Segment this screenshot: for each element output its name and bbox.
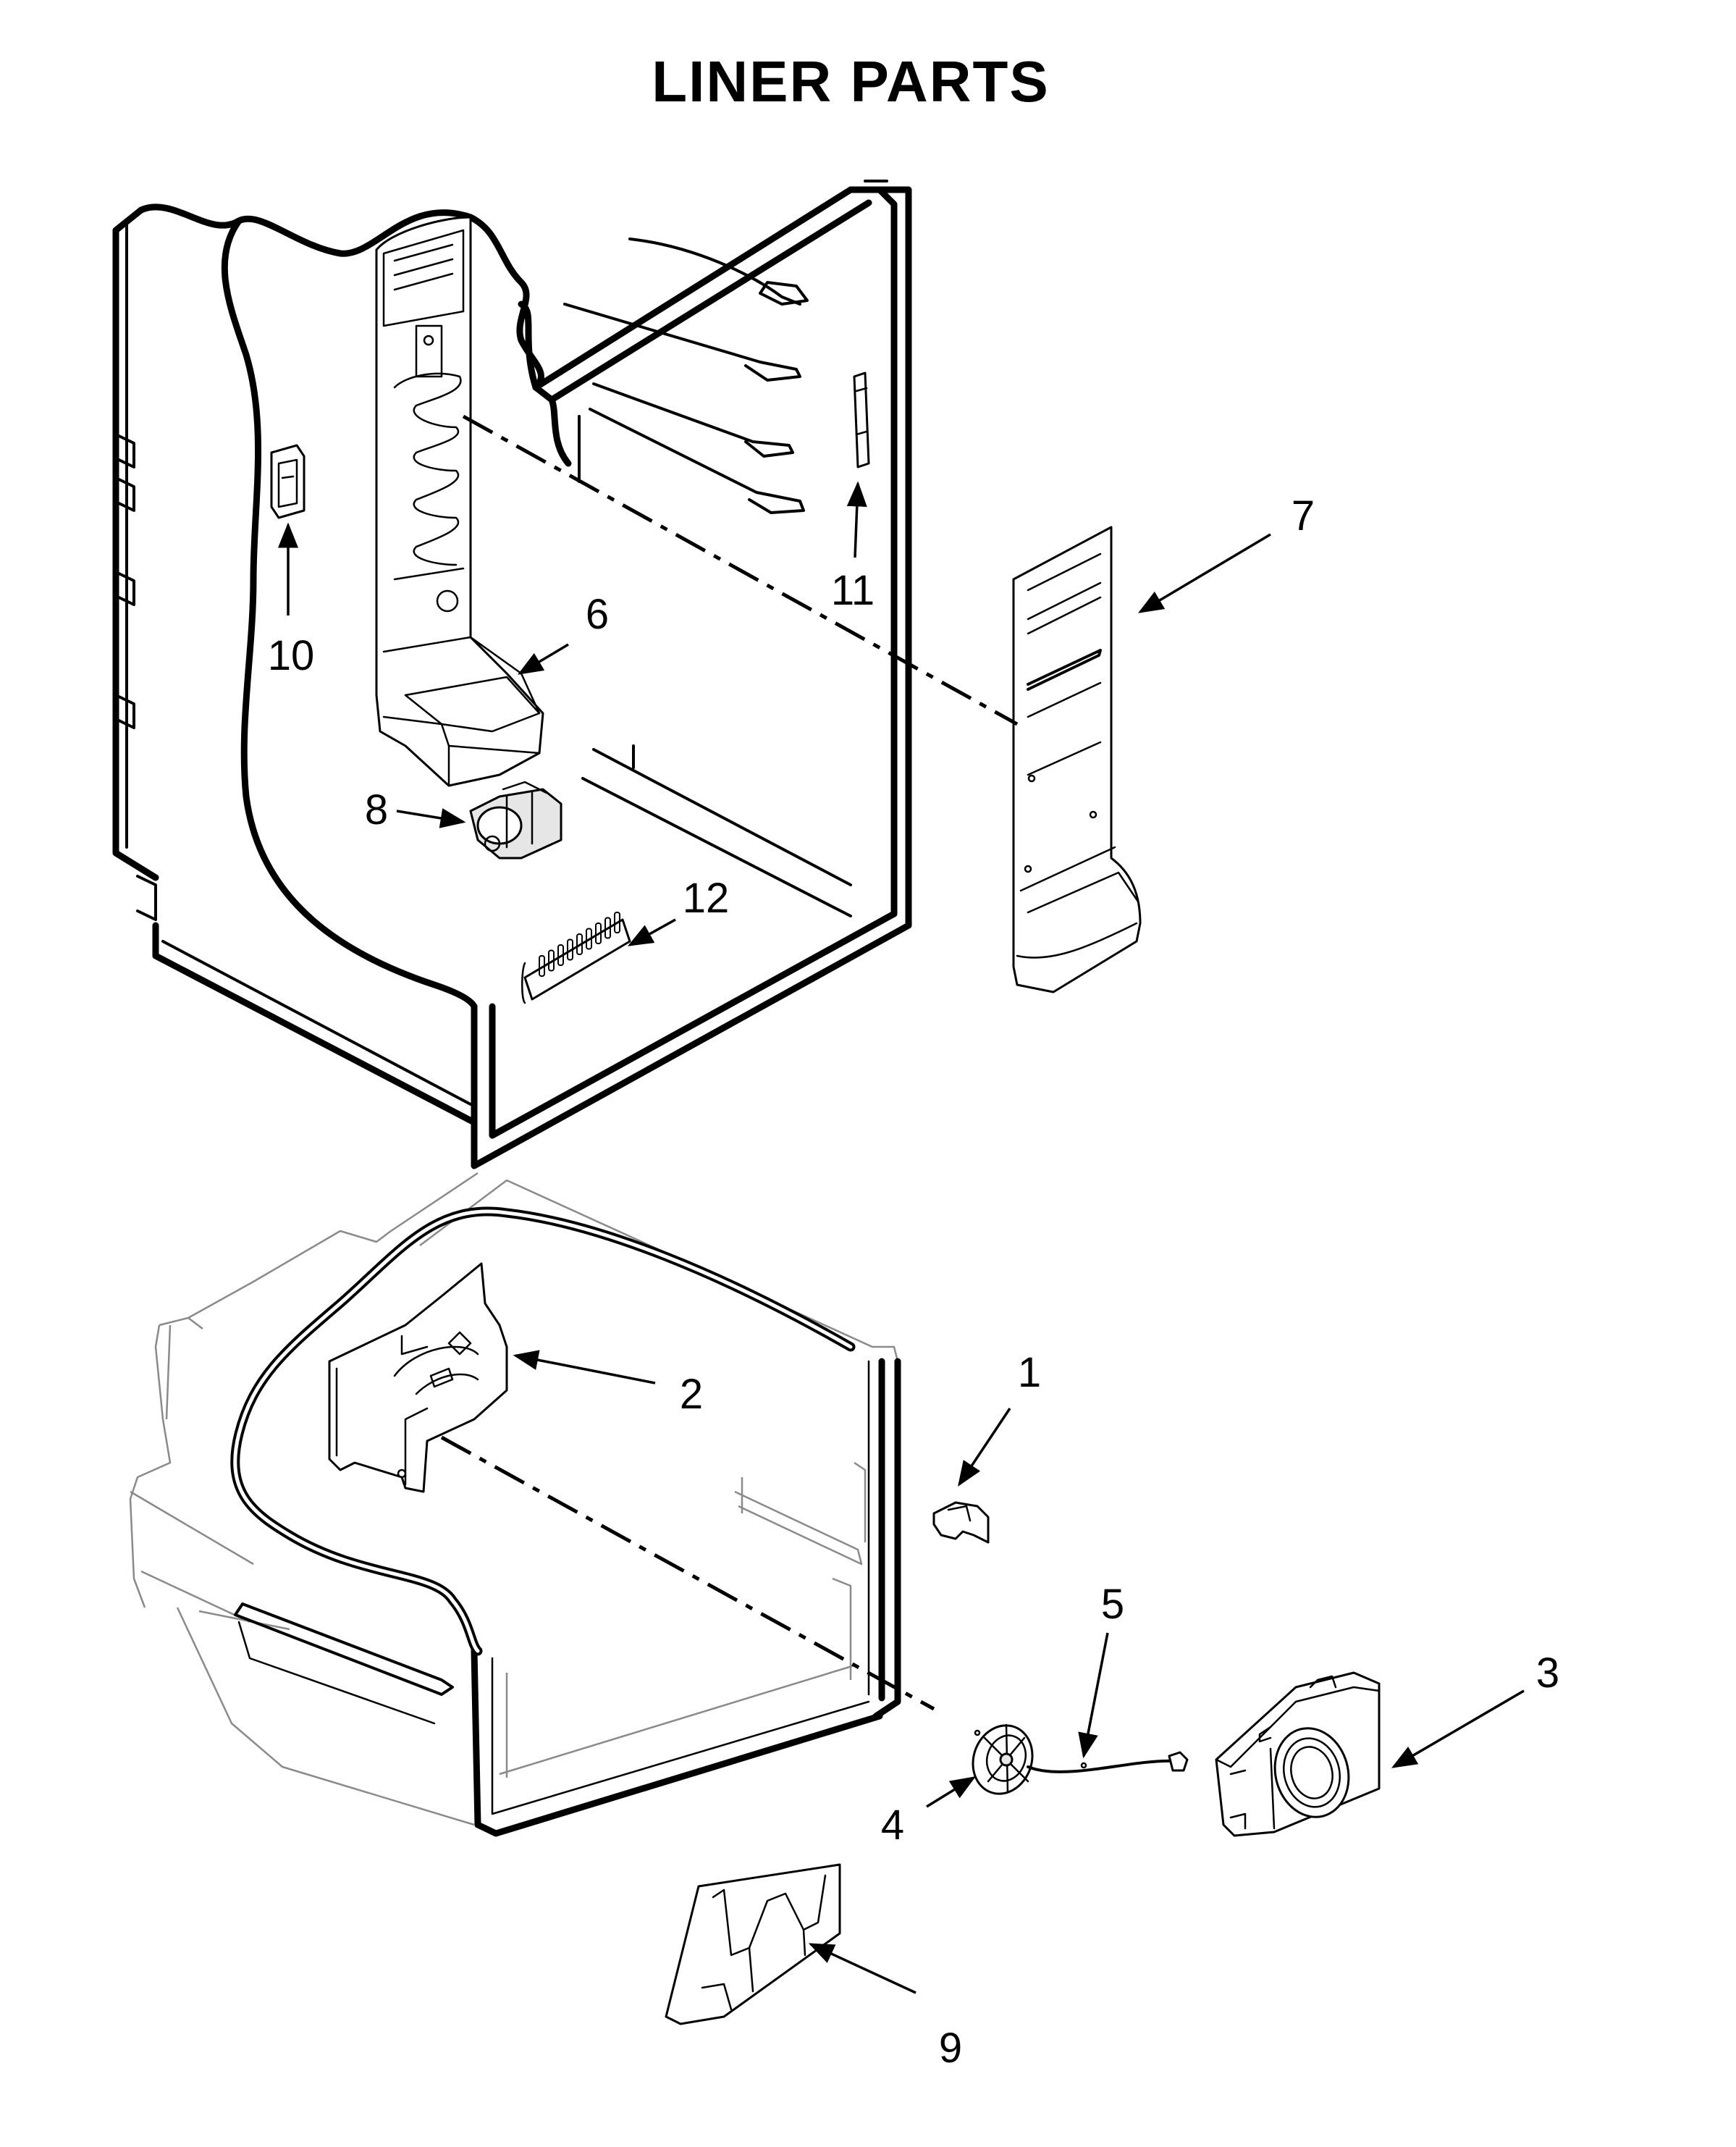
callout-11: 11 [831, 567, 875, 614]
grille-slot [576, 933, 583, 955]
leader-12 [627, 918, 676, 946]
callout-8: 8 [365, 786, 388, 833]
part-11-housing [853, 371, 870, 469]
page-title: LINER PARTS [652, 49, 1049, 114]
callout-6: 6 [586, 591, 609, 638]
callout-labels: 1 2 3 4 5 6 7 8 9 10 11 12 [268, 492, 1559, 2072]
grille-slot [557, 944, 564, 966]
callout-4: 4 [881, 1802, 904, 1849]
leader-8 [396, 808, 466, 828]
part-6-air-tower [375, 216, 544, 787]
freezer-drawer-bin [129, 1172, 901, 1837]
part-9-duct-piece [665, 1863, 841, 2025]
callout-2: 2 [680, 1371, 703, 1418]
grille-slot [614, 912, 620, 933]
part-5-wire-harness [1027, 1751, 1189, 1773]
part-4-fan-motor [972, 1723, 1034, 1795]
part-7-tower-cover [1012, 526, 1142, 993]
callout-9: 9 [939, 2025, 962, 2072]
callout-10: 10 [268, 632, 315, 679]
part-10-clip [270, 444, 306, 519]
grille-slot [586, 928, 592, 950]
leader-2 [513, 1350, 656, 1385]
leader-11 [846, 481, 867, 558]
callout-12: 12 [683, 875, 730, 922]
part-8-damper [469, 781, 562, 860]
alignment-line-lower [440, 1435, 935, 1711]
grille-slot [539, 955, 545, 977]
grille-slot [604, 917, 611, 939]
part-3-fan-housing [1215, 1671, 1381, 1837]
alignment-line-upper [462, 414, 1019, 726]
callout-5: 5 [1101, 1581, 1124, 1628]
leader-arrows [278, 481, 1525, 1994]
part-2-fan-shroud [328, 1262, 508, 1493]
grille-slot [595, 923, 602, 944]
leader-7 [1137, 533, 1271, 613]
leader-9 [808, 1943, 917, 1994]
part-12-vent-grille [521, 912, 631, 1004]
bin-gasket [230, 1206, 856, 1656]
liner-tabs [114, 433, 157, 921]
leader-5 [1078, 1632, 1109, 1759]
grille-slot [567, 938, 573, 961]
part-1-clip [932, 1501, 990, 1544]
fresh-food-liner [112, 180, 912, 1169]
callout-3: 3 [1536, 1650, 1559, 1697]
callout-1: 1 [1018, 1349, 1041, 1396]
leader-4 [926, 1776, 976, 1808]
leader-1 [958, 1408, 1011, 1487]
grille-slot [548, 949, 555, 972]
callout-7: 7 [1292, 492, 1315, 539]
leader-6 [517, 643, 569, 675]
leader-3 [1391, 1689, 1525, 1768]
